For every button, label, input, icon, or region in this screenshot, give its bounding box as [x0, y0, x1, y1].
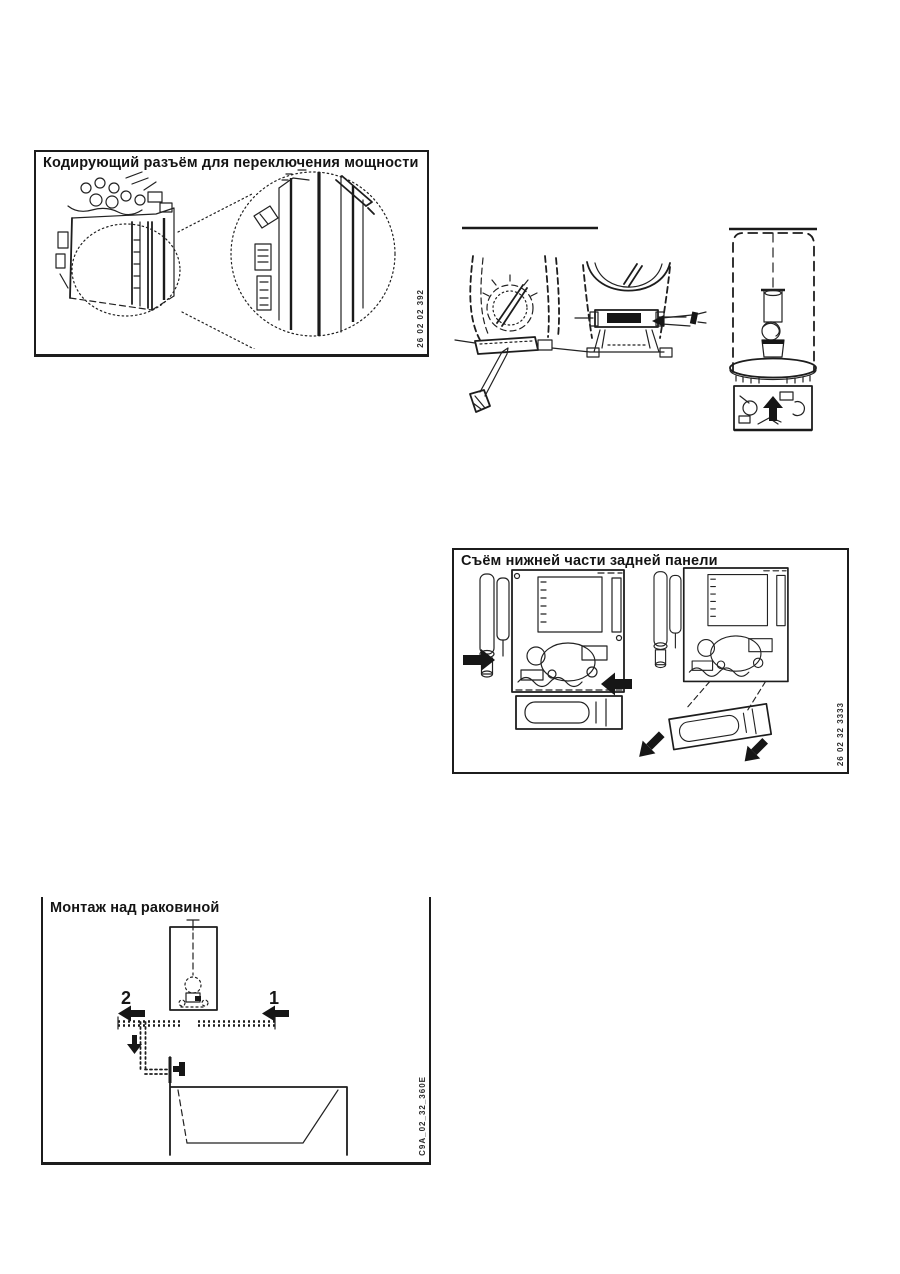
figure-title: Съём нижней части задней панели [461, 553, 718, 569]
rear-panel-drawing [463, 567, 789, 762]
magnifier-ellipse [71, 223, 181, 317]
detached-lower-panel [668, 703, 773, 751]
lift-up-arrow [763, 396, 783, 421]
flange-disc [729, 357, 817, 379]
pull-arrow-lower-right [744, 738, 768, 762]
callout-2: 2 [121, 988, 132, 1008]
arrow-down [127, 1035, 142, 1054]
heater-cutaway-view [729, 227, 817, 432]
appliance-chassis-view [55, 171, 175, 311]
pull-arrow-lower-left [639, 731, 665, 757]
screw-arrow [652, 311, 707, 327]
rear-panel-attached-view [479, 569, 625, 730]
sink-basin [169, 1056, 348, 1156]
tap [168, 1057, 185, 1083]
drawing-code: C9A_02_32_360E [418, 1076, 427, 1156]
push-arrow-left [463, 649, 495, 671]
figure-sink-mounting: Монтаж над раковиной 2 1 C9A_02_32_360E [41, 897, 431, 1165]
magnifier-leader-lines [177, 193, 256, 349]
heater-bottom-knob-view [454, 255, 591, 413]
figure-title: Монтаж над раковиной [50, 900, 220, 916]
heater-bottom-outlet-view [574, 261, 707, 358]
coding-connector-drawing [55, 169, 396, 349]
appliance-outline [169, 919, 218, 1011]
arrow-left-2 [118, 1005, 145, 1022]
outlet-seal [607, 313, 641, 323]
drawing-code: 26 02 32 3333 [836, 701, 845, 766]
figure-title: Кодирующий разъём для переключения мощно… [43, 155, 419, 171]
callout-1: 1 [269, 988, 280, 1008]
push-arrow-right [601, 672, 632, 696]
rear-panel-detached-view [653, 567, 789, 751]
control-knob [486, 284, 534, 332]
screwdriver [469, 347, 509, 413]
figure-rear-panel-removal: Съём нижней части задней панели 26 02 32… [452, 548, 849, 774]
valve-body [761, 321, 781, 341]
pipe-run-dotted [117, 1016, 276, 1075]
figure-coding-connector: Кодирующий разъём для переключения мощно… [34, 150, 429, 357]
sink-mounting-drawing [117, 919, 348, 1156]
drawing-code: 26 02 02 392 [416, 289, 425, 348]
coding-connector-detail [230, 169, 396, 337]
arrow-left-1 [262, 1005, 289, 1022]
service-steps-illustrations [454, 226, 817, 432]
